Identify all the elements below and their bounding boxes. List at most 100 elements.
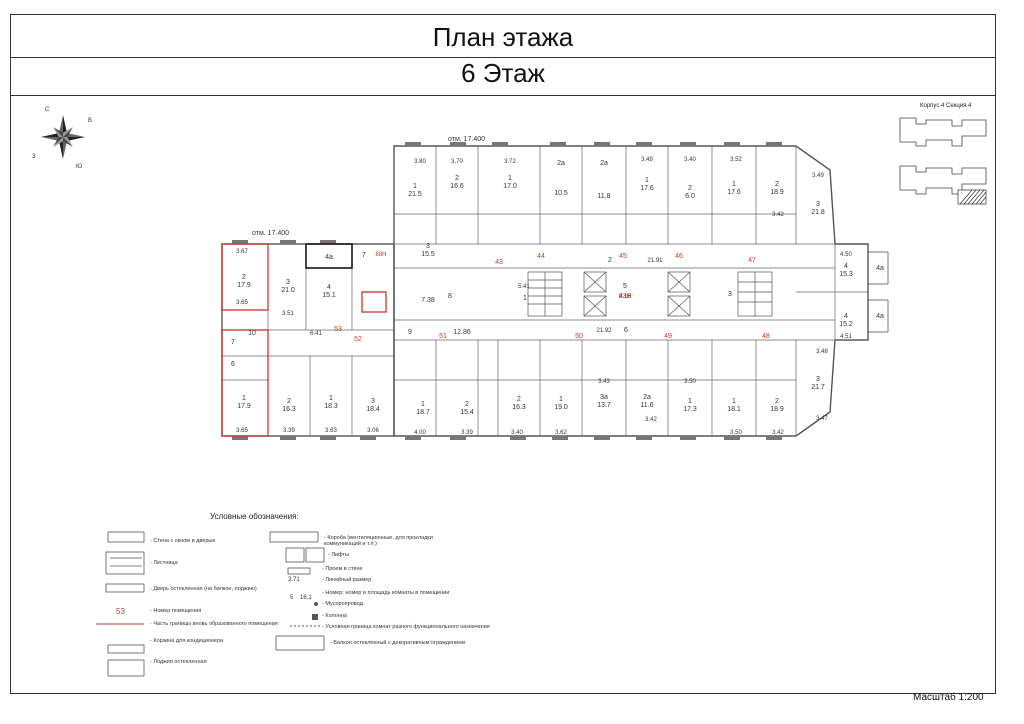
room-number: 1 xyxy=(329,395,333,402)
apartment-number: 48 xyxy=(762,333,770,340)
room-area: 18.9 xyxy=(770,189,784,196)
room-area: 17.6 xyxy=(640,185,654,192)
room-area: 21.8 xyxy=(811,209,825,216)
room-number: 3a xyxy=(600,394,608,401)
apartment-number: 53 xyxy=(334,326,342,333)
room-number: 2 xyxy=(455,175,459,182)
room-dim: 3.42 xyxy=(645,417,657,423)
room-area: 18.4 xyxy=(366,406,380,413)
room-number: 1 xyxy=(732,398,736,405)
room-number: 7 xyxy=(362,252,366,259)
legend-item: - Колонна xyxy=(322,613,347,619)
room-number: 7 xyxy=(231,339,235,346)
room-area: 18.3 xyxy=(324,403,338,410)
room-number: 6 xyxy=(231,361,235,368)
apartment-number: 49 xyxy=(664,333,672,340)
room-dim: 3.65 xyxy=(236,300,248,306)
apartment-number: 52 xyxy=(354,336,362,343)
room-dim: 3.40 xyxy=(511,430,523,436)
room-number: 1 xyxy=(645,177,649,184)
room-dim: 3.42 xyxy=(772,430,784,436)
room-number: 1 xyxy=(508,175,512,182)
elevation-label: отм. 17.400 xyxy=(448,136,485,143)
room-dim: 21.91 xyxy=(647,258,663,264)
room-number: 4 xyxy=(327,284,331,291)
room-dim: 3.06 xyxy=(367,428,379,434)
apartment-number: 44 xyxy=(537,253,545,260)
compass-rose-icon: С В Ю З xyxy=(32,107,92,170)
room-area: 11.6 xyxy=(640,402,653,409)
room-dim: 3.40 xyxy=(684,157,696,163)
room-number: 1 xyxy=(242,395,246,402)
legend-item: - Стена с окном и дверью xyxy=(150,538,216,544)
legend-item: - Лоджия остекленная xyxy=(150,659,207,665)
room-area: 13.7 xyxy=(597,402,611,409)
page-title: План этажа xyxy=(10,14,996,58)
room-number: 4 xyxy=(844,313,848,320)
room-number: 1 xyxy=(523,295,527,302)
compass-letter: З xyxy=(32,154,36,160)
key-plan xyxy=(899,117,987,205)
room-number: 1 xyxy=(413,183,417,190)
room-number: 2a xyxy=(643,394,651,401)
room-number: 2 xyxy=(517,396,521,403)
room-number: 4a xyxy=(876,313,884,320)
room-dim: 4.51 xyxy=(840,334,852,340)
room-dim: 3.42 xyxy=(772,212,784,218)
room-number: 2a xyxy=(557,160,565,167)
room-number: 2 xyxy=(688,185,692,192)
room-dim: 3.49 xyxy=(812,173,824,179)
room-dim: 3.39 xyxy=(283,428,295,434)
room-area: 15.4 xyxy=(460,409,474,416)
apartment-number: 43 xyxy=(495,259,503,266)
room-area: 21.0 xyxy=(281,287,295,294)
room-area: 16.6 xyxy=(450,183,464,190)
room-area: 17.9 xyxy=(237,403,251,410)
room-number: 2 xyxy=(608,257,612,264)
room-number: 5 xyxy=(623,283,627,290)
room-dim: 4.00 xyxy=(414,430,426,436)
legend-title: Условные обозначения: xyxy=(210,512,299,521)
room-dim: 3.52 xyxy=(730,157,742,163)
room-area: 17.3 xyxy=(683,406,697,413)
room-number: 2 xyxy=(465,401,469,408)
apartment-number: 46 xyxy=(675,253,683,260)
room-number: 2 xyxy=(242,274,246,281)
room-dim: 4.18 xyxy=(619,294,631,300)
legend-item: - Балкон остекленный с декоративным огра… xyxy=(330,640,465,646)
legend-item: - Лифты xyxy=(328,552,349,558)
room-number: 1 xyxy=(421,401,425,408)
room-dim: 3.47 xyxy=(816,416,828,422)
compass-letter: С xyxy=(45,107,50,113)
room-number: 2 xyxy=(775,181,779,188)
room-number: 9 xyxy=(408,329,412,336)
room-dim: 21.92 xyxy=(596,328,612,334)
room-area: 15.2 xyxy=(839,321,853,328)
floor-title: 6 Этаж xyxy=(10,58,996,96)
room-dim: 3.72 xyxy=(504,159,516,165)
room-area: 17.0 xyxy=(503,183,517,190)
room-dim: 3.49 xyxy=(641,157,653,163)
room-area: 11.8 xyxy=(597,193,610,200)
room-area: 12.86 xyxy=(453,329,471,336)
legend-item: - Номер помещения xyxy=(150,608,202,614)
elevation-label: отм. 17.400 xyxy=(252,230,289,237)
room-number: 3 xyxy=(816,376,820,383)
room-dim: 3.39 xyxy=(461,430,473,436)
room-dim: 3.50 xyxy=(684,379,696,385)
room-area: 17.6 xyxy=(727,189,741,196)
room-dim: 4.50 xyxy=(840,252,852,258)
room-number: 2a xyxy=(600,160,608,167)
room-dim: 3.51 xyxy=(282,311,294,317)
legend-item: - Условная граница комнат разного функци… xyxy=(322,624,490,630)
room-area: 15.1 xyxy=(322,292,336,299)
room-dim: 6.41 xyxy=(310,331,322,337)
apartment-number: 45 xyxy=(619,253,627,260)
room-number: 4a xyxy=(876,265,884,272)
legend-item: - Короба (вентиляционные, для прокладки … xyxy=(324,535,433,547)
room-area: 18.9 xyxy=(770,406,784,413)
scale-label: Масштаб 1:200 xyxy=(913,692,984,703)
room-number: 2 xyxy=(287,398,291,405)
room-dim: 5.41 xyxy=(518,284,530,290)
